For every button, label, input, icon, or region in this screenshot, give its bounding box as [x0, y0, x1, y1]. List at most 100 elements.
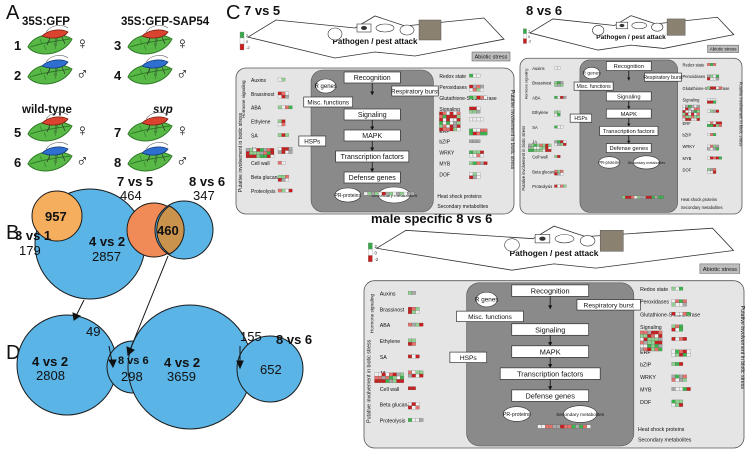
abiotic-stress-label: Abiotic stress: [703, 267, 737, 273]
heatmap-cell: [693, 118, 697, 121]
heatmap-cell: [277, 122, 282, 127]
heatmap-cell: [469, 175, 474, 180]
heatmap-cell: [469, 106, 474, 111]
right-item-label: MYB: [640, 388, 652, 394]
r-genes-label: R genes: [475, 297, 498, 304]
heatmap-cell: [707, 121, 711, 125]
pathogen-attack-label: Pathogen / pest attack: [596, 34, 666, 41]
plant-number-6: 6: [14, 155, 22, 170]
heatmap-cell: [442, 114, 447, 119]
heatmap-cell: [453, 114, 457, 119]
heatmap-cell: [709, 86, 714, 90]
left-item-heatmap: [277, 147, 293, 154]
heatmap-cell: [374, 372, 379, 377]
heatmap-cell: [411, 418, 416, 422]
venn-e-overlap: 155: [240, 329, 262, 344]
heatmap-cell: [709, 63, 714, 66]
secondary-metabolites-label: Secondary metabolites: [371, 193, 418, 198]
heatmap-cell: [718, 156, 722, 160]
heatmap-cell: [252, 151, 257, 155]
right-item-heatmap: [469, 117, 484, 122]
heatmap-cell: [285, 178, 289, 182]
heatmap-cell: [245, 148, 250, 152]
signaling-box-label: Signaling: [535, 325, 565, 334]
heatmap-cell: [709, 147, 714, 151]
heatmap-cell: [411, 402, 416, 406]
heatmap-cell: [625, 195, 629, 199]
heatmap-cell: [660, 195, 664, 199]
heatmap-cell: [718, 86, 722, 90]
heatmap-cell: [281, 161, 286, 165]
heatmap-cell: [389, 375, 393, 380]
heatmap-cell: [411, 322, 416, 327]
heatmap-cell: [682, 299, 687, 304]
left-item-heatmap: [408, 370, 424, 378]
right-item-heatmap: [671, 324, 684, 332]
heatmap-cell: [548, 143, 552, 147]
right-item-heatmap: [707, 133, 717, 136]
left-item-heatmap: [554, 155, 561, 158]
heatmap-cell: [688, 115, 692, 119]
heatmap-cell: [415, 370, 420, 375]
heatmap-cell: [476, 117, 481, 122]
pathway-arrowhead: [370, 91, 375, 95]
left-item-label: Auxins: [532, 66, 544, 71]
heatmap-cell: [476, 139, 481, 143]
heatmap-cell: [545, 149, 549, 152]
heatmap-cell: [679, 403, 684, 407]
heatmap-cell: [399, 191, 404, 196]
right-item-heatmap: [671, 387, 691, 391]
pr-proteins-label: PR-proteins: [335, 193, 362, 199]
heatmap-cell: [411, 370, 416, 375]
left-item-heatmap: [408, 291, 416, 295]
heatmap-cell: [456, 127, 461, 132]
heatmap-cell: [658, 344, 663, 348]
heatmap-cell: [554, 172, 558, 176]
heatmap-cell: [480, 117, 484, 122]
heatmap-cell: [675, 387, 680, 391]
heatmap-cell: [542, 146, 546, 150]
venn-e-count-right: 652: [260, 362, 282, 377]
heatmap-cell: [288, 188, 293, 193]
heatmap-cell: [712, 170, 717, 174]
heatmap-cell: [715, 147, 720, 151]
misc-functions-box-label: Misc. functions: [468, 314, 512, 321]
abiotic-stress-label: Abiotic stress: [710, 47, 738, 52]
heatmap-cell: [643, 344, 648, 348]
right-item-heatmap: [469, 106, 481, 114]
heatmap-cell: [281, 122, 286, 127]
hormone-signaling-label: Hormone signaling: [524, 69, 528, 100]
genotype-label-svp: svp: [153, 104, 173, 116]
caterpillar-icon: [631, 21, 647, 30]
heatmap-cell: [385, 375, 390, 380]
heatmap-cell: [389, 372, 393, 377]
heatmap-cell: [679, 399, 684, 404]
sex-symbol-8: ♂: [176, 151, 189, 170]
heatmap-cell: [411, 373, 416, 378]
heatmap-cell: [671, 349, 676, 354]
heatmap-cell: [378, 379, 382, 383]
heatmap-cell: [707, 74, 711, 78]
heatmap-cell: [381, 191, 386, 196]
heatmap-cell: [709, 168, 714, 172]
venn-b1-count-big: 2857: [92, 249, 121, 264]
left-item-label: Ethylene: [532, 110, 549, 115]
side-label-left: Putative involvement in biotic stress: [521, 126, 526, 191]
heatmap-cell: [675, 403, 680, 407]
heatmap-cell: [712, 133, 717, 136]
heatmap-cell: [270, 154, 275, 158]
heat-shock-heatmap: [537, 424, 591, 429]
left-item-label: Brassinost: [532, 81, 552, 86]
heatmap-cell: [688, 104, 692, 108]
left-item-label: Ethylene: [380, 339, 401, 345]
heatmap-cell: [263, 148, 268, 152]
heatmap-cell: [277, 150, 282, 154]
hormone-signaling-label: Hormone signaling: [369, 293, 375, 333]
heatmap-cell: [449, 127, 454, 132]
right-item-label: WRKY: [640, 375, 656, 381]
heatmap-cell: [439, 127, 443, 132]
left-item-heatmap: [277, 77, 286, 82]
pathway-arrowhead: [548, 342, 553, 346]
heatmap-cell: [639, 334, 644, 338]
